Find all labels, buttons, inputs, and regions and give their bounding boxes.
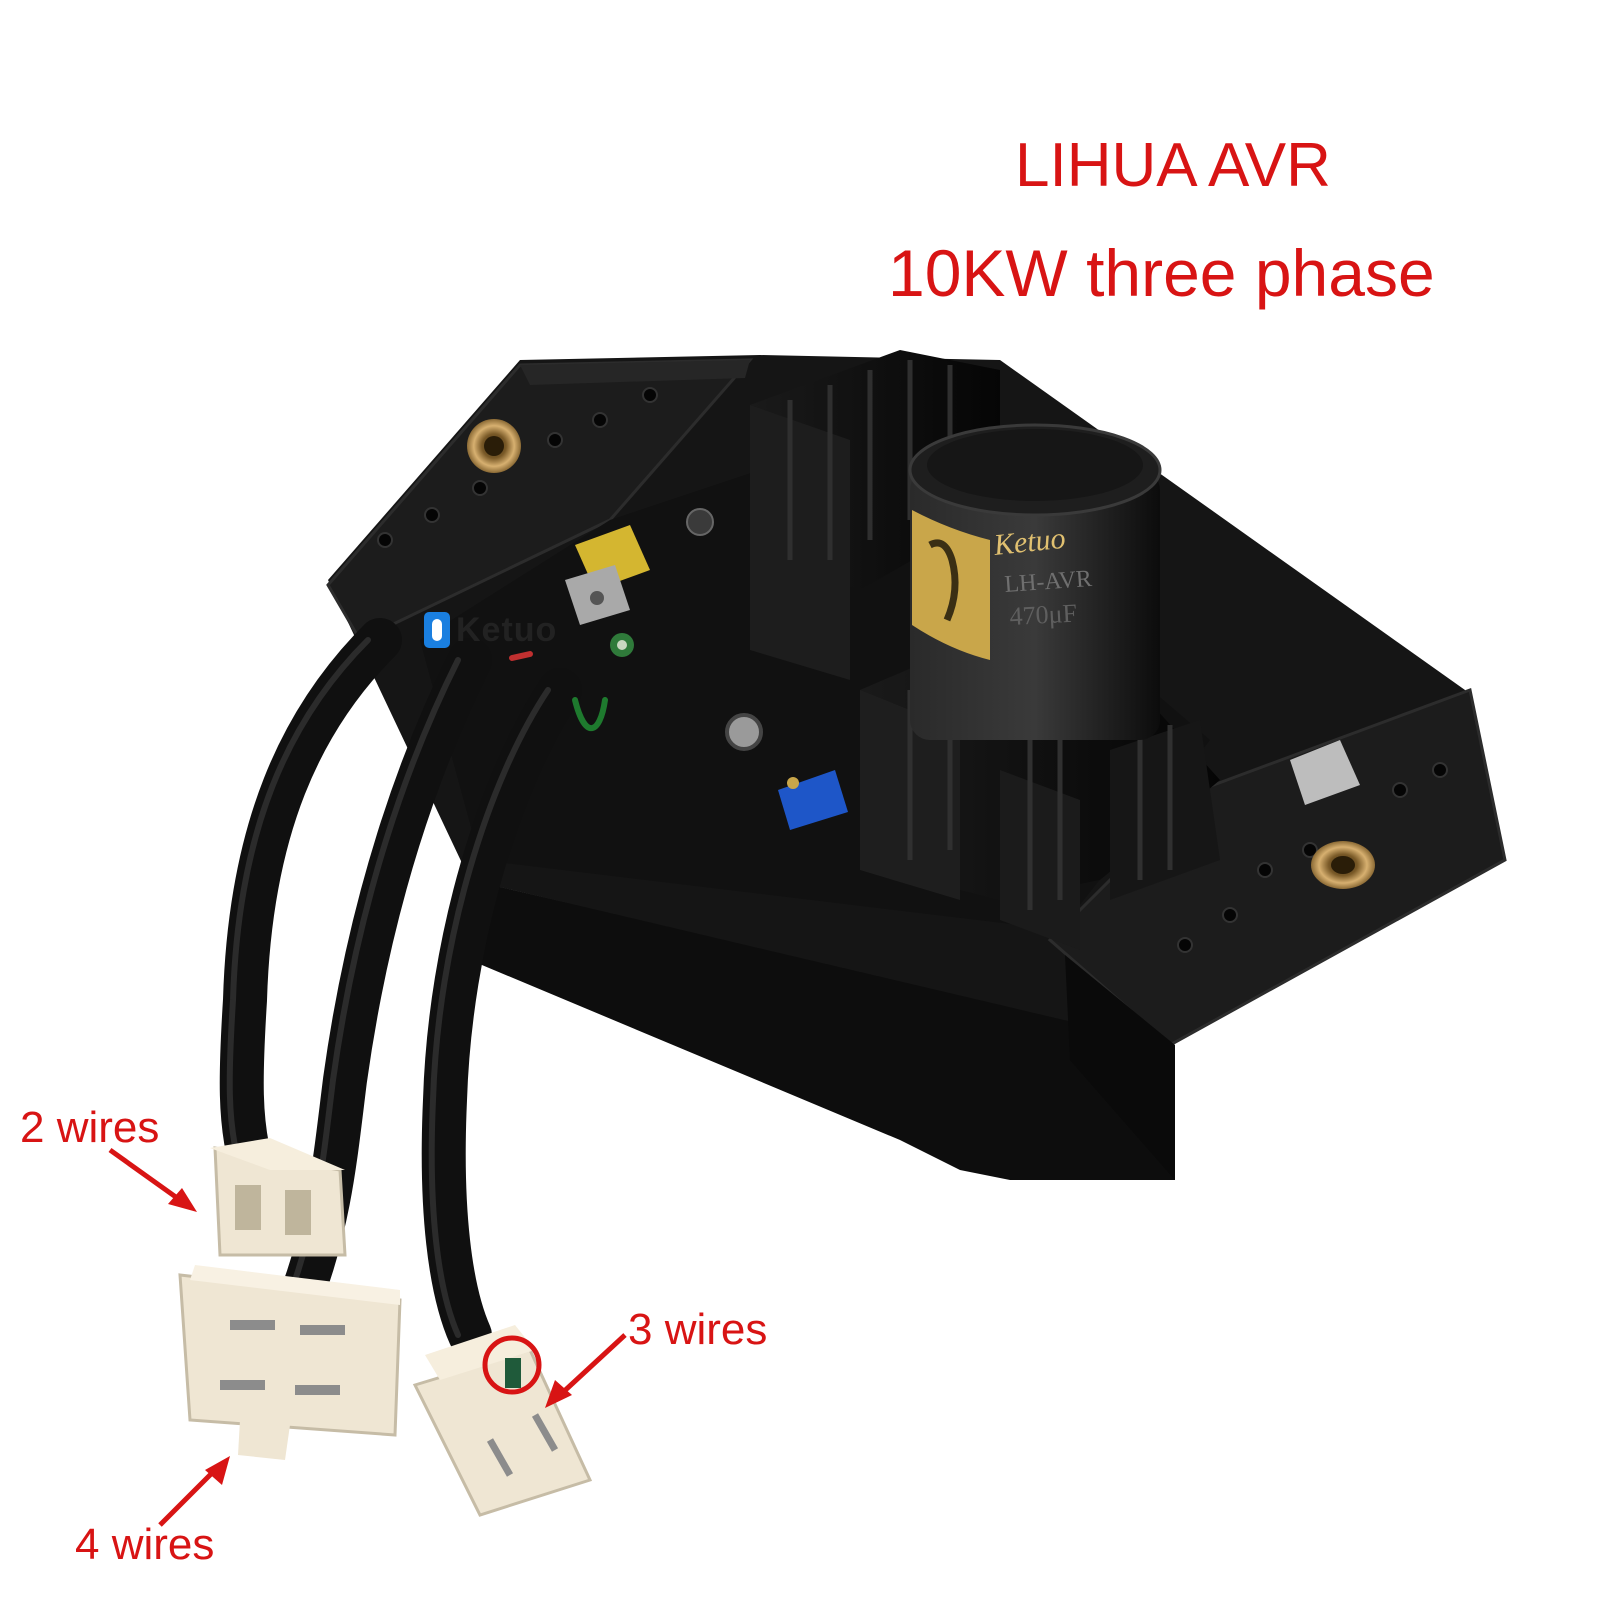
- highlight-circle: [482, 1335, 542, 1395]
- arrow-3-wires: [558, 1333, 627, 1397]
- title-line-1: LIHUA AVR: [1015, 131, 1331, 200]
- label-4-wires: 4 wires: [75, 1520, 215, 1569]
- connector-3-pin: [412, 1325, 593, 1517]
- annotations: [108, 1147, 627, 1527]
- watermark-logo: Ketuo: [424, 610, 557, 650]
- capacitor-model-text: LH-AVR: [1004, 566, 1093, 598]
- watermark-text: Ketuo: [456, 610, 558, 649]
- arrow-2-wires: [108, 1147, 182, 1203]
- title-line-2: 10KW three phase: [888, 236, 1435, 310]
- capacitor: Ketuo LH-AVR 470μF: [908, 423, 1162, 740]
- brand-logo-icon: [424, 612, 450, 648]
- small-capacitor: [725, 713, 763, 751]
- connector-2-pin: [210, 1138, 347, 1257]
- label-2-wires: 2 wires: [20, 1103, 160, 1152]
- arrow-4-wires: [158, 1468, 217, 1527]
- connector-4-pin: [178, 1265, 402, 1460]
- heatsink-rear: [750, 350, 1000, 680]
- capacitor-brand-text: Ketuo: [991, 522, 1067, 562]
- circuit-components: [565, 508, 1360, 830]
- label-3-wires: 3 wires: [628, 1305, 768, 1354]
- capacitor-value-text: 470μF: [1009, 599, 1078, 631]
